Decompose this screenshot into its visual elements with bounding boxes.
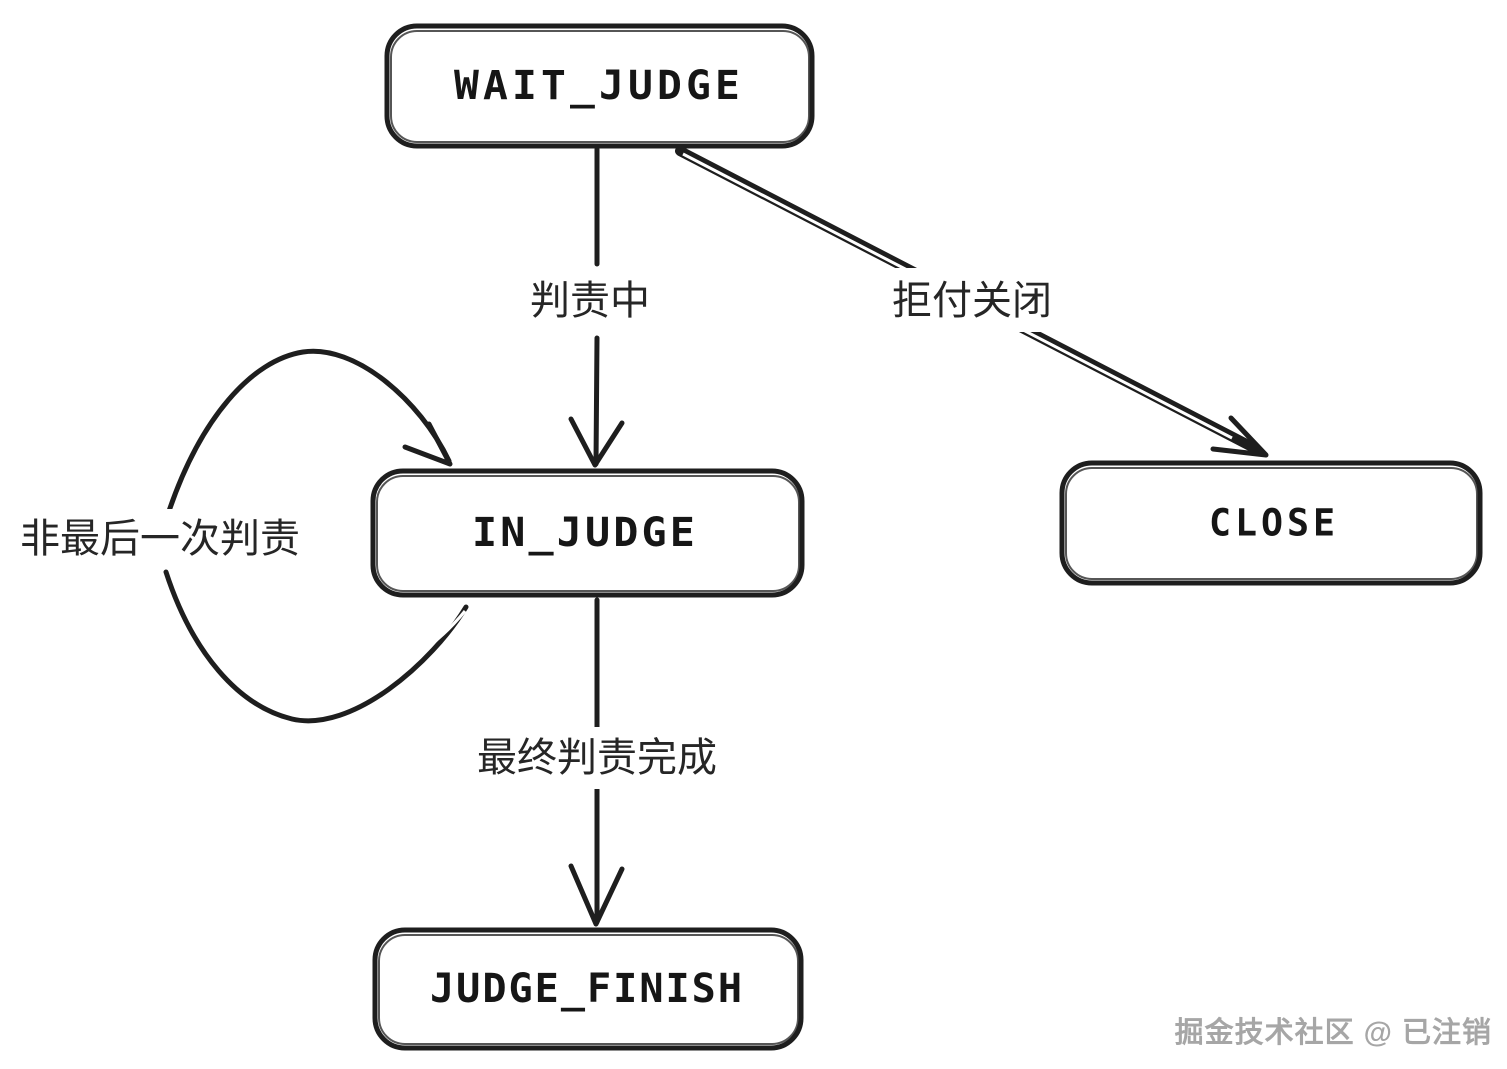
node-judge-finish: JUDGE_FINISH [372,927,804,1051]
node-close: CLOSE [1059,460,1483,586]
state-box-sketch-stroke [390,30,810,143]
edge-label-panzezhong: 判责中 [519,268,661,332]
edge-label-text: 判责中 [530,279,650,323]
edge-injudge-self-loop [163,348,469,724]
node-wait-judge: WAIT_JUDGE [384,23,815,149]
edge-label-jufuguanbi: 拒付关闭 [880,268,1064,332]
edge-label-feizuihouyici: 非最后一次判责 [8,509,312,569]
loop-lower-arc [163,569,469,724]
edge-label-zuizhongwancheng: 最终判责完成 [458,727,736,789]
arrowhead-down [568,416,625,468]
label-background [8,509,312,569]
state-label: JUDGE_FINISH [430,966,744,1012]
watermark-text: 掘金技术社区 @ 已注销 [1175,1015,1492,1049]
state-label: IN_JUDGE [472,510,698,556]
state-box-sketch-stroke [1065,467,1478,580]
state-label: WAIT_JUDGE [454,63,744,109]
state-box-sketch-stroke [376,475,800,592]
edge-wait-to-injudge [568,146,625,468]
watermark: 掘金技术社区 @ 已注销 掘金技术社区 @ 已注销 [1175,1015,1494,1051]
state-box-sketch-stroke [378,934,799,1045]
state-box [372,927,804,1051]
label-background [519,268,661,332]
arrowhead-diagonal [1210,415,1269,458]
label-background [458,727,736,789]
loop-tail-core [411,610,467,661]
arrowhead-loop [402,421,453,467]
node-in-judge: IN_JUDGE [370,468,805,598]
edge-label-text: 最终判责完成 [477,736,717,780]
state-label: CLOSE [1209,502,1339,545]
watermark-shadow-text: 掘金技术社区 @ 已注销 [1177,1017,1494,1051]
state-box [370,468,805,598]
state-box [384,23,815,149]
edge-line [593,335,600,467]
loop-upper-arc [165,348,452,517]
edge-label-text: 非最后一次判责 [20,517,300,561]
arrowhead-down [568,863,625,927]
label-background [880,268,1064,332]
edge-label-text: 拒付关闭 [892,279,1052,323]
state-box [1059,460,1483,586]
